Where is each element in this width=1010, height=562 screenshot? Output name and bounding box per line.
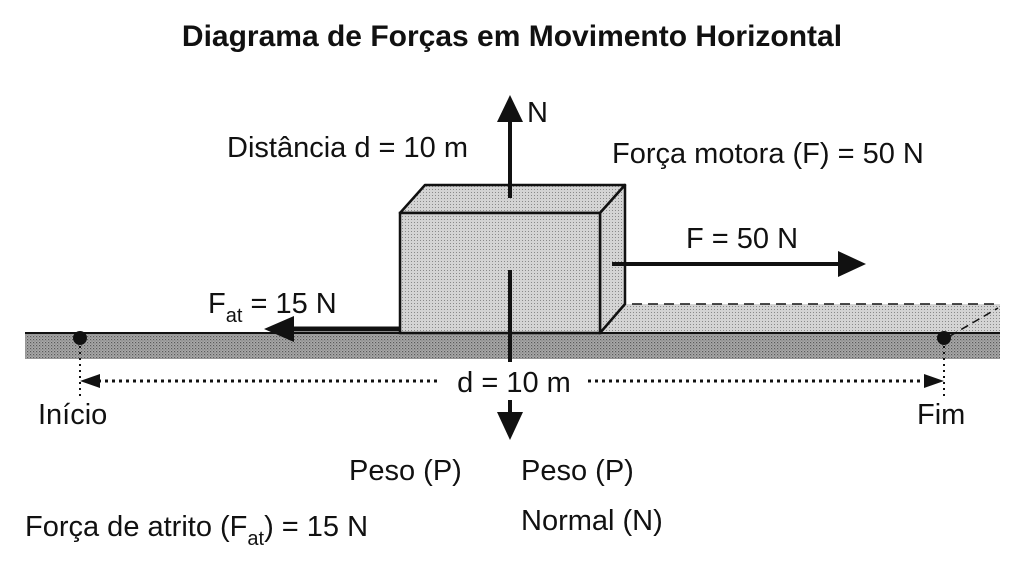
normal-force-arrow [497,95,523,198]
friction-force-label: Fat = 15 N [208,288,337,327]
weight-label-left: Peso (P) [349,455,462,487]
block [398,183,627,335]
end-point-marker [937,331,951,345]
applied-force-arrow [612,251,866,277]
applied-force-label: F = 50 N [686,223,798,255]
normal-legend: Normal (N) [521,505,663,537]
diagram-title: Diagrama de Forças em Movimento Horizont… [182,20,842,53]
distance-label-top: Distância d = 10 m [227,132,468,164]
distance-dimension [79,340,945,400]
friction-force-arrow [264,316,400,342]
start-label: Início [38,399,107,431]
end-label: Fim [917,399,965,431]
distance-label-bottom: d = 10 m [457,367,571,399]
weight-label-right: Peso (P) [521,455,634,487]
friction-legend: Força de atrito (Fat) = 15 N [25,511,368,550]
start-point-marker [73,331,87,345]
motor-force-legend: Força motora (F) = 50 N [612,138,924,170]
normal-arrow-label: N [527,97,548,129]
ground-surface [25,303,1000,359]
weight-force-arrow [497,270,523,440]
